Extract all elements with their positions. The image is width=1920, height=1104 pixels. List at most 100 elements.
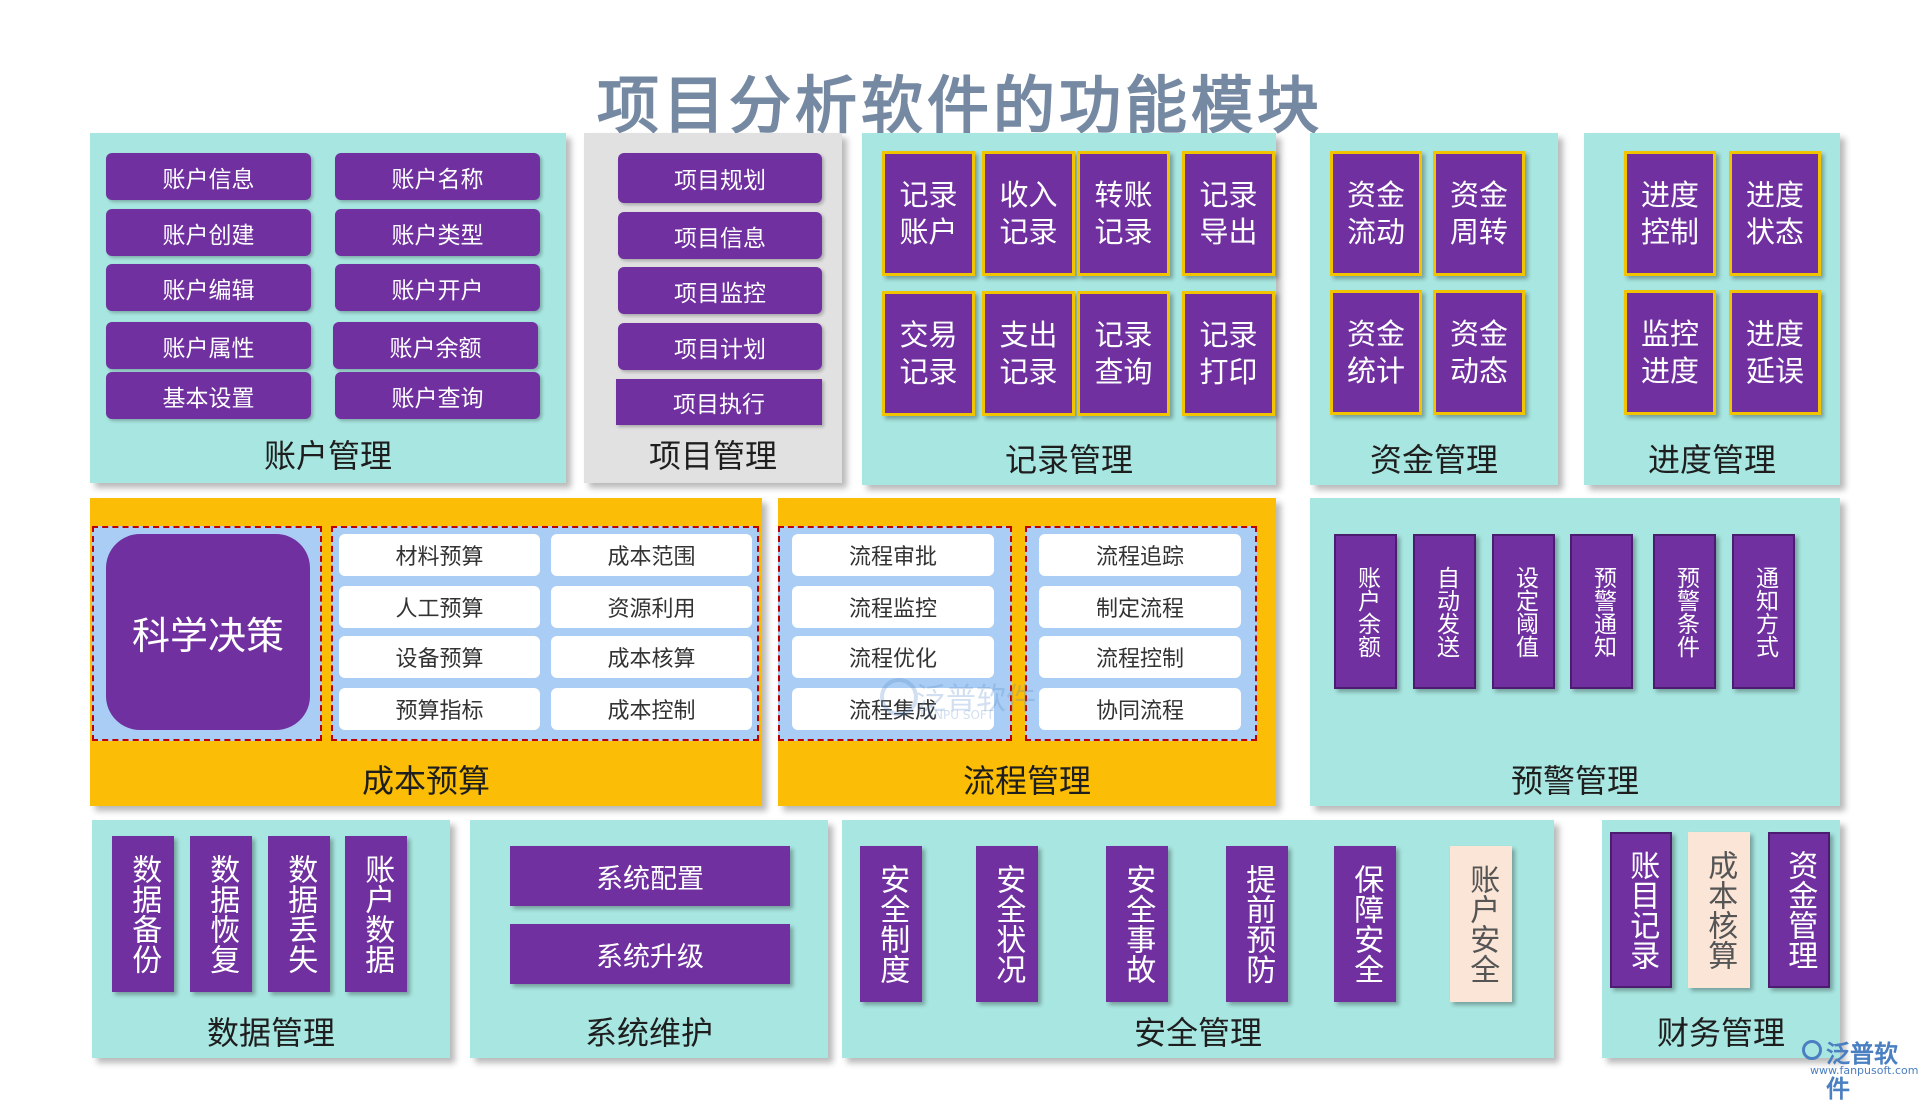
panel-label: 流程管理 <box>962 762 1091 800</box>
panel-fund-management: 资金流动 资金周转 资金统计 资金动态 资金管理 <box>1310 133 1558 485</box>
item-flow-define[interactable]: 制定流程 <box>1039 586 1241 628</box>
item-collab-flow[interactable]: 协同流程 <box>1039 688 1241 730</box>
panel-progress-management: 进度控制 进度状态 监控进度 进度延误 进度管理 <box>1584 133 1840 485</box>
item-fund-management[interactable]: 资金管理 <box>1768 832 1830 988</box>
flow-right-frame: 流程追踪 制定流程 流程控制 协同流程 <box>1025 526 1257 741</box>
item-alert-notice[interactable]: 预警通知 <box>1570 534 1633 689</box>
item-cost-scope[interactable]: 成本范围 <box>551 534 752 576</box>
item-budget-indicator[interactable]: 预算指标 <box>339 688 540 730</box>
item-project-monitor[interactable]: 项目监控 <box>618 267 822 314</box>
corner-watermark-url: www.fanpusoft.com <box>1810 1064 1919 1077</box>
item-record-query[interactable]: 记录查询 <box>1077 291 1170 416</box>
item-flow-optimize[interactable]: 流程优化 <box>792 636 994 678</box>
page-title: 项目分析软件的功能模块 <box>596 69 1323 142</box>
item-fund-stats[interactable]: 资金统计 <box>1330 290 1422 415</box>
item-account-name[interactable]: 账户名称 <box>335 153 540 200</box>
panel-finance-management: 账目记录 成本核算 资金管理 财务管理 <box>1602 820 1840 1058</box>
item-fund-flow[interactable]: 资金流动 <box>1330 151 1422 276</box>
item-account-balance-alert[interactable]: 账户余额 <box>1334 534 1397 689</box>
item-record-account[interactable]: 记录账户 <box>882 151 975 276</box>
corner-logo-icon <box>1802 1040 1822 1060</box>
item-alert-condition[interactable]: 预警条件 <box>1653 534 1716 689</box>
item-resource-use[interactable]: 资源利用 <box>551 586 752 628</box>
panel-security-management: 安全制度 安全状况 安全事故 提前预防 保障安全 账户安全 安全管理 <box>842 820 1554 1058</box>
item-material-budget[interactable]: 材料预算 <box>339 534 540 576</box>
item-flow-tracking[interactable]: 流程追踪 <box>1039 534 1241 576</box>
item-income-record[interactable]: 收入记录 <box>982 151 1075 276</box>
item-account-balance[interactable]: 账户余额 <box>333 322 538 369</box>
panel-label: 数据管理 <box>206 1014 335 1052</box>
panel-label: 安全管理 <box>1133 1014 1262 1052</box>
item-system-upgrade[interactable]: 系统升级 <box>510 924 790 984</box>
item-account-attr[interactable]: 账户属性 <box>106 322 311 369</box>
item-flow-control[interactable]: 流程控制 <box>1039 636 1241 678</box>
decision-frame: 科学决策 <box>92 526 322 741</box>
item-set-threshold[interactable]: 设定阈值 <box>1492 534 1555 689</box>
item-data-loss[interactable]: 数据丢失 <box>268 836 330 992</box>
item-account-edit[interactable]: 账户编辑 <box>106 264 311 311</box>
item-flow-approval[interactable]: 流程审批 <box>792 534 994 576</box>
item-record-export[interactable]: 记录导出 <box>1182 151 1275 276</box>
item-project-info[interactable]: 项目信息 <box>618 212 822 259</box>
item-auto-send[interactable]: 自动发送 <box>1413 534 1476 689</box>
panel-label: 记录管理 <box>1004 441 1133 479</box>
panel-label: 系统维护 <box>584 1014 713 1052</box>
item-account-create[interactable]: 账户创建 <box>106 209 311 256</box>
panel-alert-management: 账户余额 自动发送 设定阈值 预警通知 预警条件 通知方式 预警管理 <box>1310 498 1840 806</box>
item-cost-accounting-finance[interactable]: 成本核算 <box>1688 832 1750 988</box>
panel-account-management: 账户信息 账户名称 账户创建 账户类型 账户编辑 账户开户 账户属性 账户余额 … <box>90 133 566 483</box>
item-project-schedule[interactable]: 项目计划 <box>618 323 822 370</box>
item-system-config[interactable]: 系统配置 <box>510 846 790 906</box>
item-project-execute[interactable]: 项目执行 <box>616 379 822 425</box>
item-fund-dynamics[interactable]: 资金动态 <box>1433 290 1525 415</box>
panel-label: 财务管理 <box>1656 1014 1785 1052</box>
item-expense-record[interactable]: 支出记录 <box>982 291 1075 416</box>
item-prevention[interactable]: 提前预防 <box>1226 846 1288 1002</box>
panel-system-maintenance: 系统配置 系统升级 系统维护 <box>470 820 828 1058</box>
item-labor-budget[interactable]: 人工预算 <box>339 586 540 628</box>
item-ensure-security[interactable]: 保障安全 <box>1334 846 1396 1002</box>
flow-left-frame: 流程审批 流程监控 流程优化 流程集成 <box>778 526 1012 741</box>
item-progress-status[interactable]: 进度状态 <box>1729 151 1821 276</box>
item-account-open[interactable]: 账户开户 <box>335 264 540 311</box>
panel-cost-budget: 科学决策 材料预算 成本范围 人工预算 资源利用 设备预算 成本核算 预算指标 … <box>90 498 762 806</box>
item-account-data[interactable]: 账户数据 <box>345 836 407 992</box>
item-transaction-record[interactable]: 交易记录 <box>882 291 975 416</box>
item-account-security[interactable]: 账户安全 <box>1450 846 1512 1002</box>
item-monitor-progress[interactable]: 监控进度 <box>1624 290 1716 415</box>
item-cost-control[interactable]: 成本控制 <box>551 688 752 730</box>
item-notify-method[interactable]: 通知方式 <box>1732 534 1795 689</box>
panel-label: 成本预算 <box>361 762 490 800</box>
item-security-policy[interactable]: 安全制度 <box>860 846 922 1002</box>
item-record-print[interactable]: 记录打印 <box>1182 291 1275 416</box>
item-account-info[interactable]: 账户信息 <box>106 153 311 200</box>
item-basic-settings[interactable]: 基本设置 <box>106 372 311 419</box>
panel-label: 预警管理 <box>1510 762 1639 800</box>
panel-project-management: 项目规划 项目信息 项目监控 项目计划 项目执行 项目管理 <box>584 133 842 483</box>
panel-data-management: 数据备份 数据恢复 数据丢失 账户数据 数据管理 <box>92 820 450 1058</box>
budget-items-frame: 材料预算 成本范围 人工预算 资源利用 设备预算 成本核算 预算指标 成本控制 <box>331 526 759 741</box>
item-project-plan[interactable]: 项目规划 <box>618 153 822 203</box>
item-ledger-record[interactable]: 账目记录 <box>1610 832 1672 988</box>
item-transfer-record[interactable]: 转账记录 <box>1077 151 1170 276</box>
item-equipment-budget[interactable]: 设备预算 <box>339 636 540 678</box>
panel-label: 资金管理 <box>1369 441 1498 479</box>
item-data-backup[interactable]: 数据备份 <box>112 836 174 992</box>
item-account-type[interactable]: 账户类型 <box>335 209 540 256</box>
item-progress-delay[interactable]: 进度延误 <box>1729 290 1821 415</box>
item-security-incident[interactable]: 安全事故 <box>1106 846 1168 1002</box>
item-account-query[interactable]: 账户查询 <box>335 372 540 419</box>
item-progress-control[interactable]: 进度控制 <box>1624 151 1716 276</box>
item-cost-accounting[interactable]: 成本核算 <box>551 636 752 678</box>
item-security-status[interactable]: 安全状况 <box>976 846 1038 1002</box>
item-data-restore[interactable]: 数据恢复 <box>190 836 252 992</box>
item-flow-monitor[interactable]: 流程监控 <box>792 586 994 628</box>
watermark-center-en: FANPU SOFT <box>920 708 994 722</box>
panel-flow-management: 流程审批 流程监控 流程优化 流程集成 流程追踪 制定流程 流程控制 协同流程 … <box>778 498 1276 806</box>
watermark-logo-icon <box>880 678 918 716</box>
panel-label: 进度管理 <box>1647 441 1776 479</box>
watermark-center-cn: 泛普软件 <box>916 682 1036 717</box>
item-fund-turnover[interactable]: 资金周转 <box>1433 151 1525 276</box>
decision-box[interactable]: 科学决策 <box>106 534 310 730</box>
panel-label: 账户管理 <box>263 437 392 475</box>
